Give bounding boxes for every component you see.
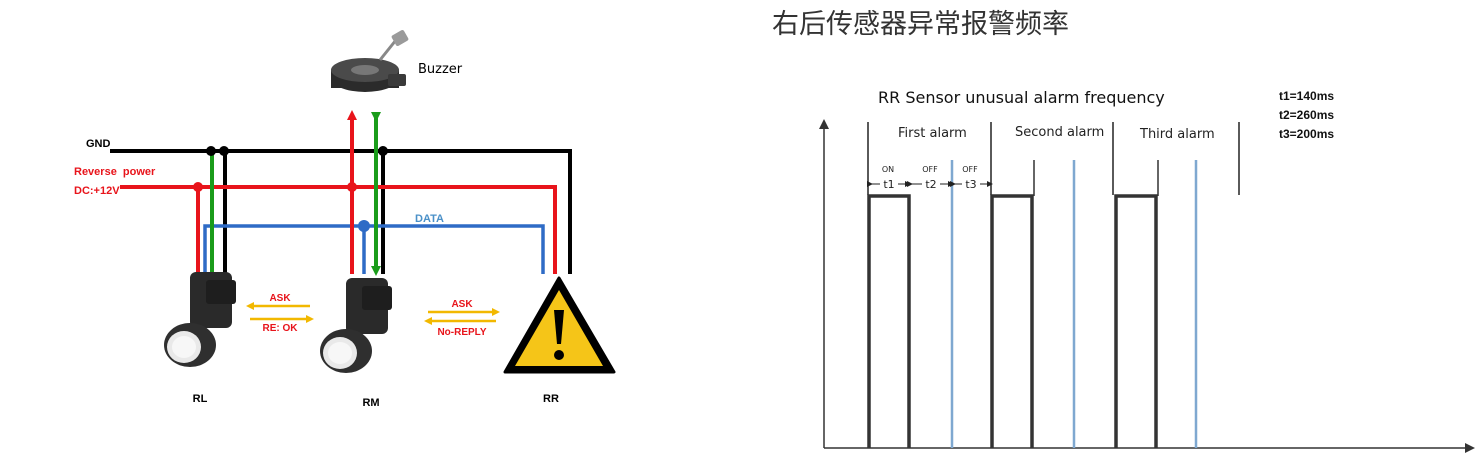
pulse-1 — [867, 194, 911, 448]
power-wire — [120, 185, 557, 274]
pulse-3 — [1114, 194, 1158, 448]
legend-t1: t1=140ms — [1279, 89, 1334, 103]
sensor-rm-label: RM — [362, 397, 379, 409]
sensor-rr-label: RR — [543, 393, 559, 405]
alarm-label-second: Second alarm — [1015, 125, 1104, 140]
gnd-label: GND — [86, 138, 111, 150]
interval-t2: t2 — [925, 178, 936, 191]
ask-right-label: ASK — [451, 299, 473, 310]
interval-off-label-2: OFF — [962, 165, 978, 174]
interval-t3: t3 — [965, 178, 976, 191]
sensor-rl-label: RL — [193, 393, 208, 405]
reply-left-label: RE: OK — [263, 323, 299, 334]
warning-triangle-icon — [503, 276, 616, 374]
timing-diagram: 右后传感器异常报警频率 RR Sensor unusual alarm freq… — [772, 9, 1475, 453]
interval-on-label: ON — [882, 165, 894, 174]
chinese-title: 右后传感器异常报警频率 — [772, 9, 1069, 40]
gnd-wire — [110, 149, 572, 274]
wiring-diagram: GND Reverse power DC:+12V DATA Buzzer AS… — [74, 30, 616, 409]
reply-right-label: No-REPLY — [437, 327, 486, 338]
chart-title: RR Sensor unusual alarm frequency — [878, 88, 1165, 107]
legend-t2: t2=260ms — [1279, 108, 1334, 122]
ask-left-label: ASK — [269, 293, 291, 304]
reverse-power-label: Reverse power — [74, 166, 156, 178]
legend: t1=140ms t2=260ms t3=200ms — [1279, 89, 1334, 141]
pulse-tail-marks — [1033, 160, 1159, 196]
alarm-label-first: First alarm — [898, 126, 967, 141]
interval-annotations: ON OFF OFF t1 t2 t3 — [867, 165, 993, 191]
interval-t1: t1 — [883, 178, 894, 191]
pulse-2 — [990, 194, 1034, 448]
sensor-rl-icon — [164, 272, 236, 367]
interval-off-label-1: OFF — [922, 165, 938, 174]
buzzer-icon — [331, 30, 409, 92]
buzzer-label: Buzzer — [418, 62, 463, 77]
alarm-label-third: Third alarm — [1139, 127, 1215, 142]
legend-t3: t3=200ms — [1279, 127, 1334, 141]
dc-voltage-label: DC:+12V — [74, 185, 120, 197]
pulse-group — [867, 194, 1158, 448]
data-label: DATA — [415, 213, 444, 225]
marker-lines — [950, 160, 1198, 448]
sensor-rm-icon — [320, 278, 392, 373]
